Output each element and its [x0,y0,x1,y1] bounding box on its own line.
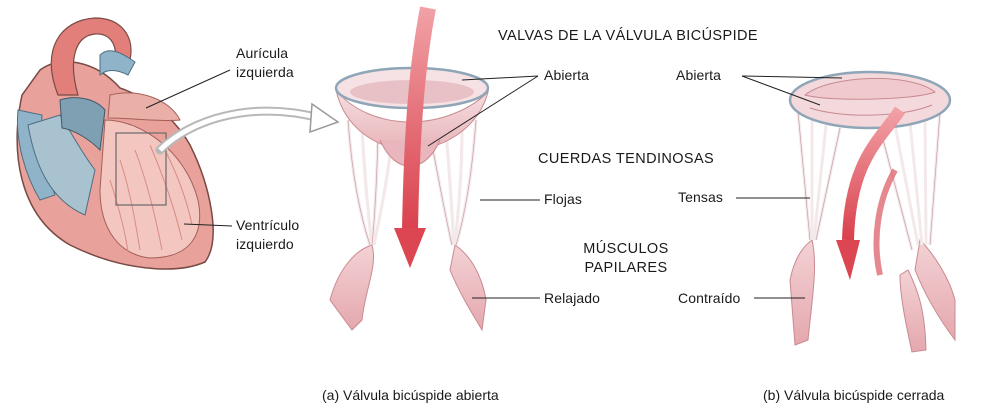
leader-left-atrium [146,70,230,108]
label-left-ventricle-line2: izquierdo [236,236,294,253]
open-valve-illustration [330,8,488,330]
blood-flow-arrow-a [394,228,426,268]
label-cusps-open-b: Abierta [676,67,721,84]
caption-panel-a: (a) Válvula bicúspide abierta [322,387,499,404]
label-left-atrium-line2: izquierda [236,64,294,81]
header-chordae: CUERDAS TENDINOSAS [538,150,714,168]
label-cusps-open-a: Abierta [544,67,589,84]
label-chordae-slack: Flojas [544,191,582,208]
header-papillary-line1: MÚSCULOS [566,240,686,258]
label-left-atrium-line1: Aurícula [236,45,288,62]
label-left-ventricle-line1: Ventrículo [236,217,299,234]
header-papillary-line2: PAPILARES [566,259,686,277]
closed-valve-illustration [790,72,955,352]
label-papillary-contracted: Contraído [678,290,740,307]
label-papillary-relaxed: Relajado [544,290,600,307]
label-chordae-taut: Tensas [678,189,723,206]
caption-panel-b: (b) Válvula bicúspide cerrada [763,387,944,404]
header-valve-cusps: VALVAS DE LA VÁLVULA BICÚSPIDE [498,27,758,45]
blood-flow-arrow-b [836,240,860,280]
